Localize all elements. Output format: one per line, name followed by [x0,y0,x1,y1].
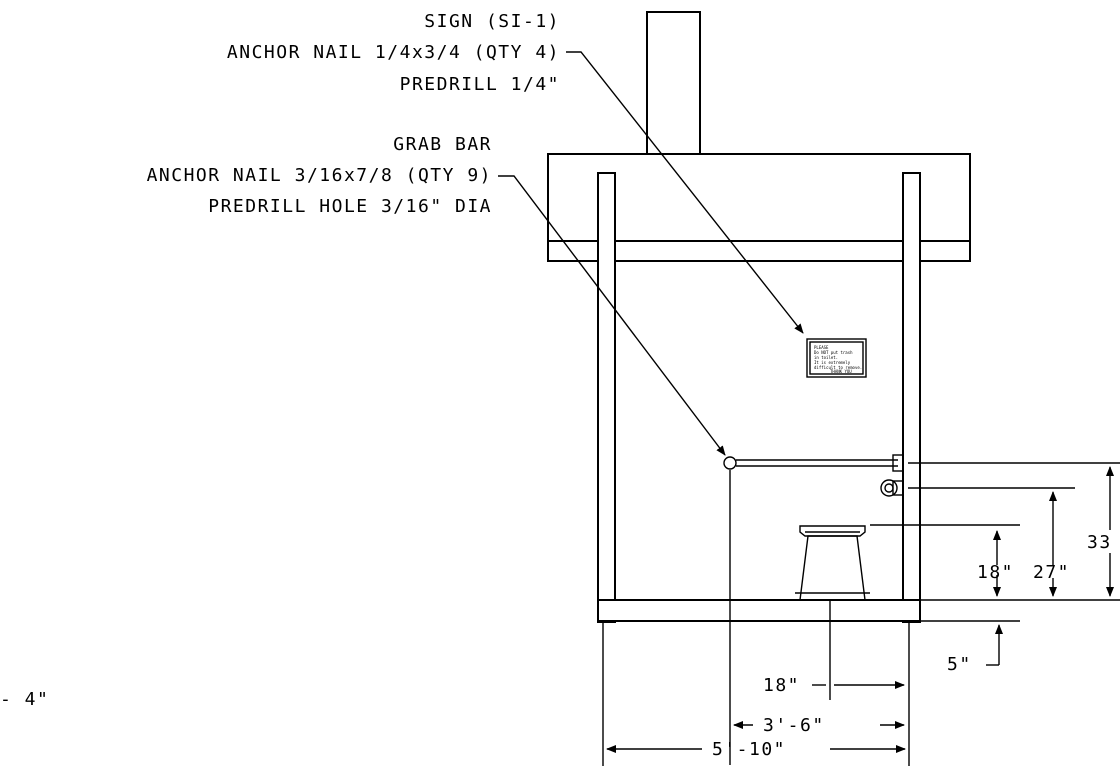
dim-overall-width: 5'-10" [606,739,906,760]
sign-plate-line-3: in toilet. [814,355,838,360]
grab-bar-callout-anchor: ANCHOR NAIL 3/16x7/8 (QTY 9) [147,165,492,186]
dim-floor-offset: 5" [947,624,1003,675]
dim-partial-left: - 4" [0,689,49,710]
dim-overall-width-label: 5'-10" [712,739,786,760]
dim-floor-offset-label: 5" [947,654,972,675]
sign-plate-line-4: It is extremely [814,360,851,365]
sign-plate-line-6: THANK YOU [830,369,852,374]
sign-callout: SIGN (SI-1) ANCHOR NAIL 1/4x3/4 (QTY 4) … [227,11,560,95]
sign-leader [566,51,804,334]
dim-grab-bar-length: 3'-6" [733,715,905,736]
grab-bar-callout: GRAB BAR ANCHOR NAIL 3/16x7/8 (QTY 9) PR… [147,134,492,217]
grab-bar-callout-predrill: PREDRILL HOLE 3/16" DIA [208,196,492,217]
grab-bar-leader [498,175,726,456]
dim-seat-height-label: 18" [977,562,1014,583]
toilet-fixture [795,525,870,601]
toilet-paper-dispenser [880,479,904,497]
building-outline [547,11,971,623]
dim-partial-left-label: - 4" [0,689,49,710]
right-wall [902,172,921,623]
dim-dispenser-height: 27" [1033,491,1070,597]
dim-grab-bar-length-label: 3'-6" [763,715,825,736]
dim-seat-height: 18" [977,530,1014,597]
floor-slab [597,599,921,622]
sign-plate-line-1: PLEASE [814,345,829,350]
sign-plate-line-5: difficult to remove. [814,365,862,370]
sign-plate: PLEASE Do NOT put trash in toilet. It is… [806,338,867,378]
sign-callout-title: SIGN (SI-1) [424,11,560,32]
vent-stack [646,11,701,155]
dim-bar-height-label: 33 [1087,532,1112,553]
sign-callout-anchor: ANCHOR NAIL 1/4x3/4 (QTY 4) [227,42,560,63]
dim-seat-centerline-label: 18" [763,675,800,696]
grab-bar-callout-title: GRAB BAR [393,134,492,155]
extension-lines [602,462,1120,766]
sign-callout-predrill: PREDRILL 1/4" [400,74,560,95]
dim-bar-height: 33 [1087,466,1114,597]
roof-slab [547,153,971,262]
sign-plate-line-2: Do NOT put trash [814,350,853,355]
dim-dispenser-height-label: 27" [1033,562,1070,583]
left-wall [597,172,616,623]
grab-bar [723,454,904,472]
dim-seat-centerline: 18" [763,675,905,696]
